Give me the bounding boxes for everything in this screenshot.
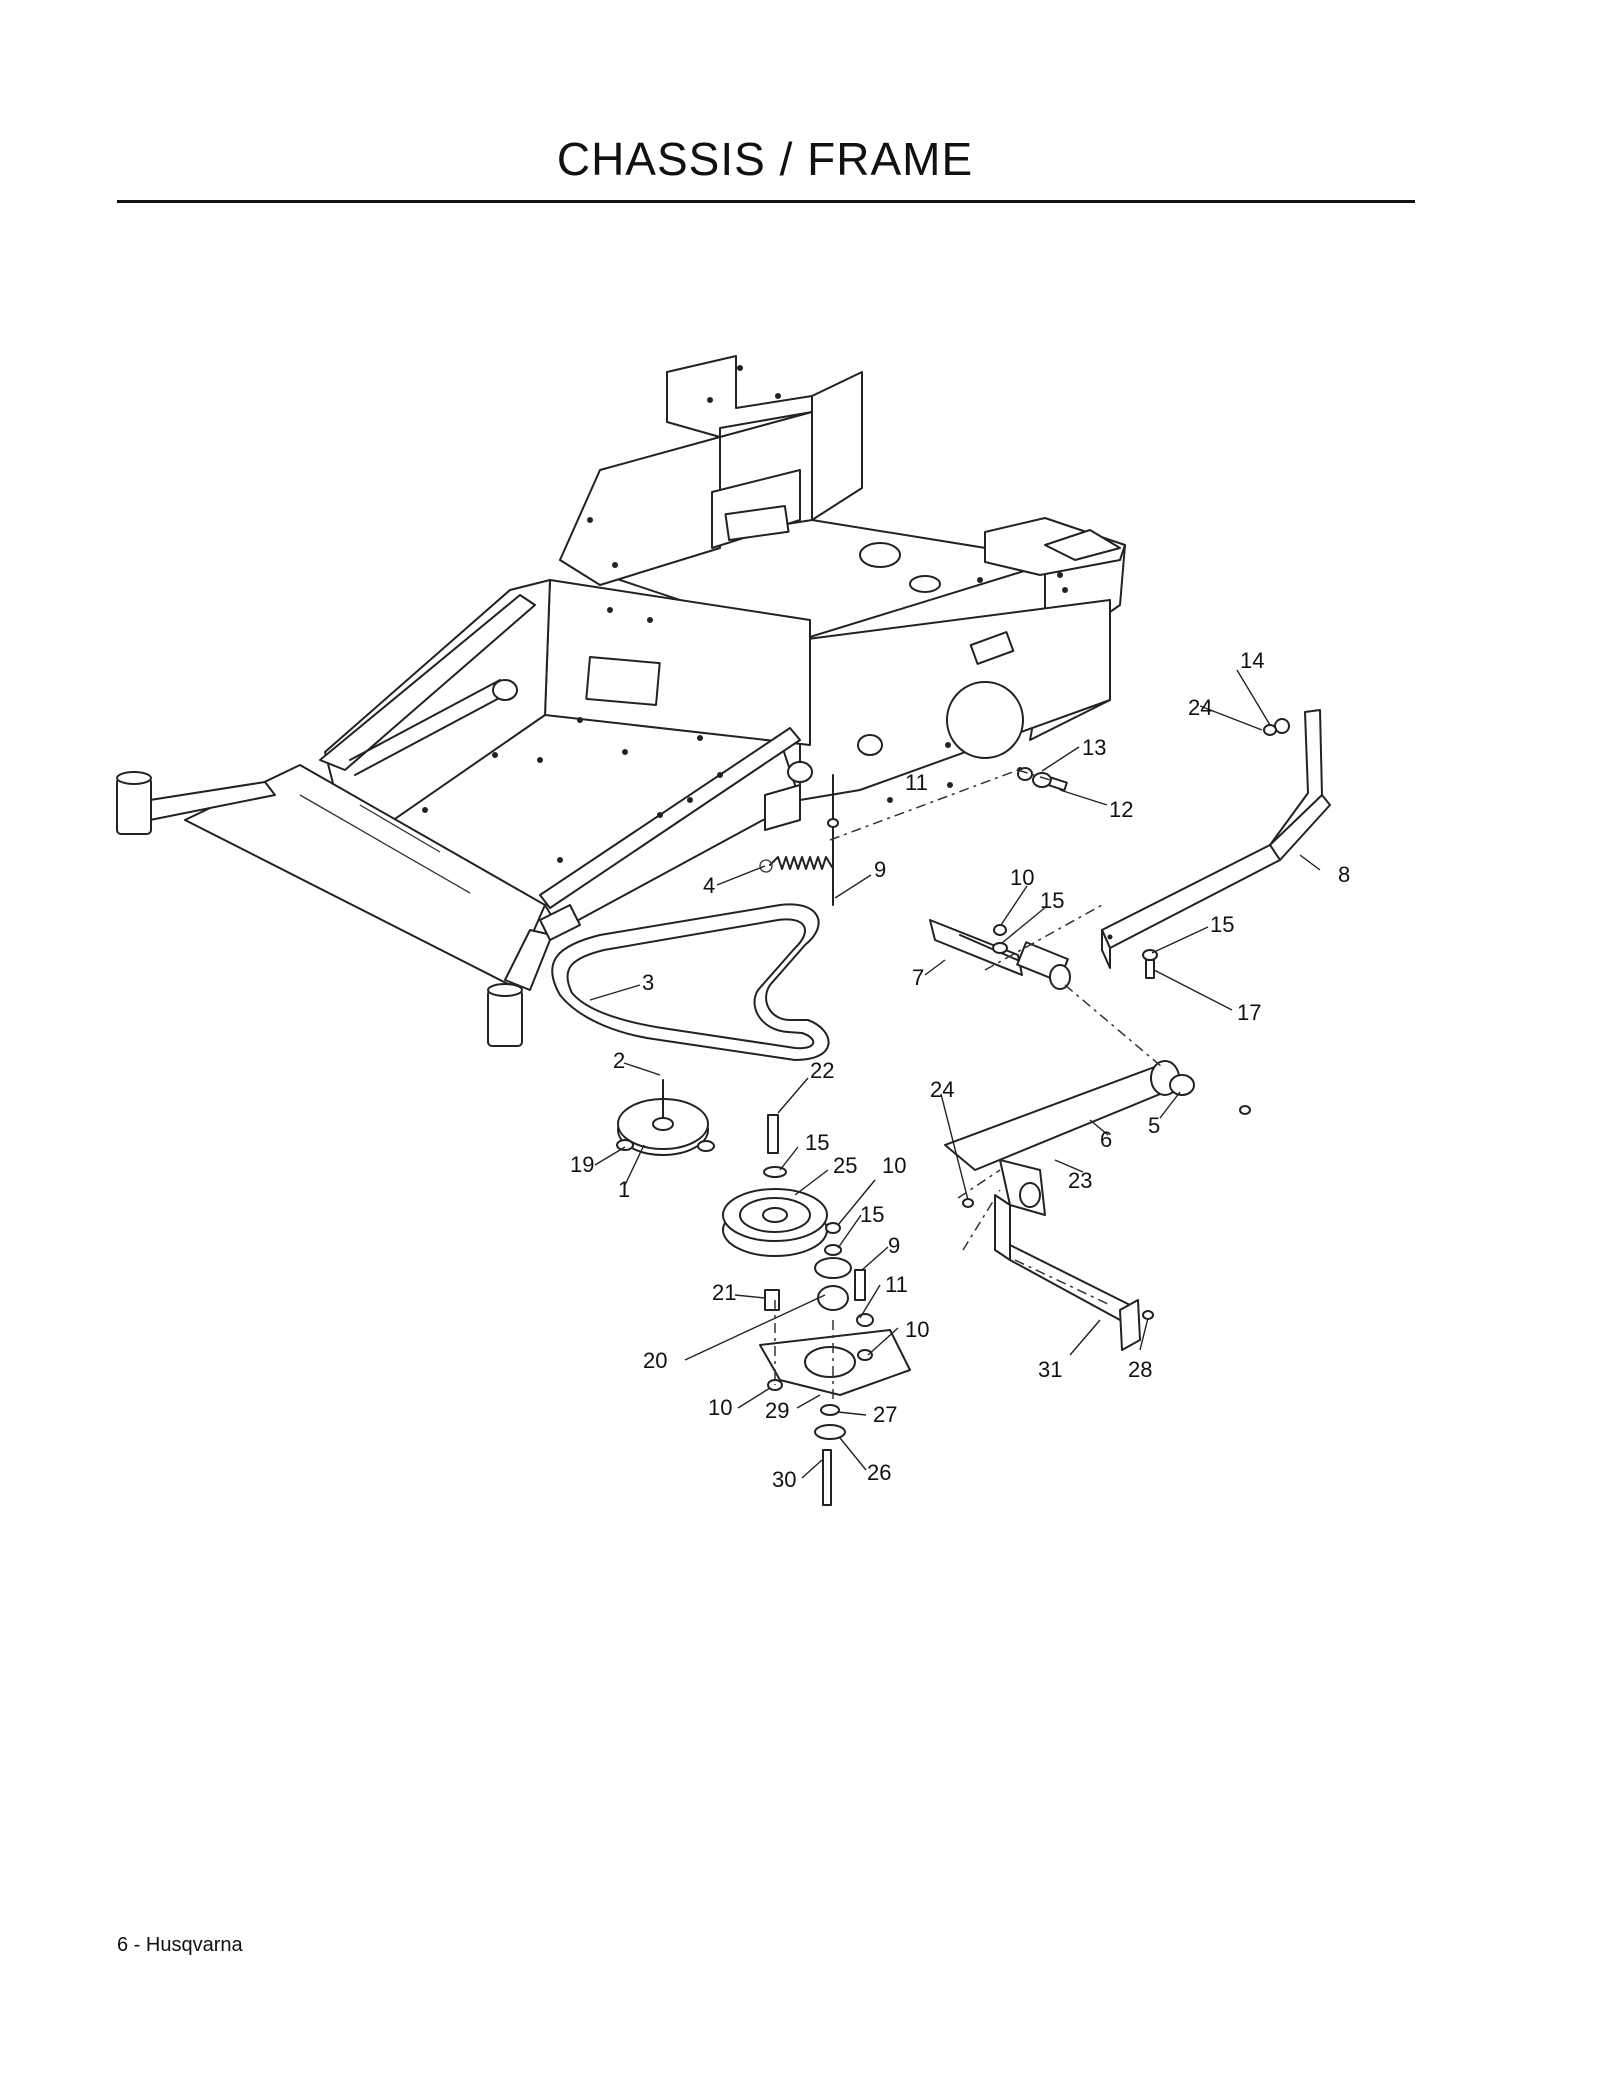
callout-14-top: 14 bbox=[1240, 648, 1264, 673]
callout-24-lower: 24 bbox=[930, 1077, 954, 1102]
callout-15-lower: 15 bbox=[860, 1202, 884, 1227]
callout-31: 31 bbox=[1038, 1357, 1062, 1382]
callout-30: 30 bbox=[772, 1467, 796, 1492]
callout-10-right: 10 bbox=[905, 1317, 929, 1342]
callout-3: 3 bbox=[642, 970, 654, 995]
callout-10-upper: 10 bbox=[1010, 865, 1034, 890]
callout-15-middle: 15 bbox=[805, 1130, 829, 1155]
callout-2: 2 bbox=[613, 1048, 625, 1073]
page-title: CHASSIS / FRAME bbox=[556, 133, 974, 185]
callout-leaders bbox=[589, 669, 1321, 1479]
callout-15-right: 15 bbox=[1210, 912, 1234, 937]
pulley-part-1 bbox=[617, 1079, 709, 1156]
callout-21: 21 bbox=[712, 1280, 736, 1305]
callout-25: 25 bbox=[833, 1153, 857, 1178]
callout-8: 8 bbox=[1338, 862, 1350, 887]
assembly-centerlines bbox=[774, 769, 1163, 1400]
page-footer: 6 - Husqvarna bbox=[117, 1934, 243, 1956]
callout-23: 23 bbox=[1068, 1168, 1092, 1193]
spring-part-4 bbox=[759, 856, 833, 873]
callout-27: 27 bbox=[873, 1402, 897, 1427]
callout-24-top: 24 bbox=[1188, 695, 1212, 720]
callout-22: 22 bbox=[810, 1058, 834, 1083]
pivot-part-7 bbox=[929, 919, 1071, 990]
callout-4: 4 bbox=[703, 873, 715, 898]
title-divider bbox=[117, 200, 1415, 203]
callout-6: 6 bbox=[1100, 1127, 1112, 1152]
callout-11-lower: 11 bbox=[885, 1272, 908, 1297]
callout-28: 28 bbox=[1128, 1357, 1152, 1382]
callout-15-upper: 15 bbox=[1040, 888, 1064, 913]
callout-10-lower: 10 bbox=[708, 1395, 732, 1420]
callout-29: 29 bbox=[765, 1398, 789, 1423]
callout-9-upper: 9 bbox=[874, 857, 886, 882]
callout-9-lower: 9 bbox=[888, 1233, 900, 1258]
callout-13: 13 bbox=[1082, 735, 1106, 760]
idler-arm-part-6 bbox=[944, 1060, 1195, 1351]
idler-pulley-assembly bbox=[722, 1114, 911, 1506]
chassis-frame bbox=[116, 355, 1126, 1047]
callout-numbers: 14 24 13 11 12 4 9 10 15 8 15 7 17 3 2 2… bbox=[570, 648, 1350, 1492]
callout-7: 7 bbox=[912, 965, 924, 990]
callout-11-upper: 11 bbox=[905, 770, 928, 795]
callout-20: 20 bbox=[643, 1348, 667, 1373]
callout-26: 26 bbox=[867, 1460, 891, 1485]
callout-17: 17 bbox=[1237, 1000, 1261, 1025]
callout-1: 1 bbox=[618, 1177, 630, 1202]
belt-part-3 bbox=[551, 903, 830, 1061]
callout-12: 12 bbox=[1109, 797, 1133, 822]
callout-5: 5 bbox=[1148, 1113, 1160, 1138]
callout-10-middle: 10 bbox=[882, 1153, 906, 1178]
callout-19: 19 bbox=[570, 1152, 594, 1177]
bracket-part-8 bbox=[1101, 709, 1331, 969]
